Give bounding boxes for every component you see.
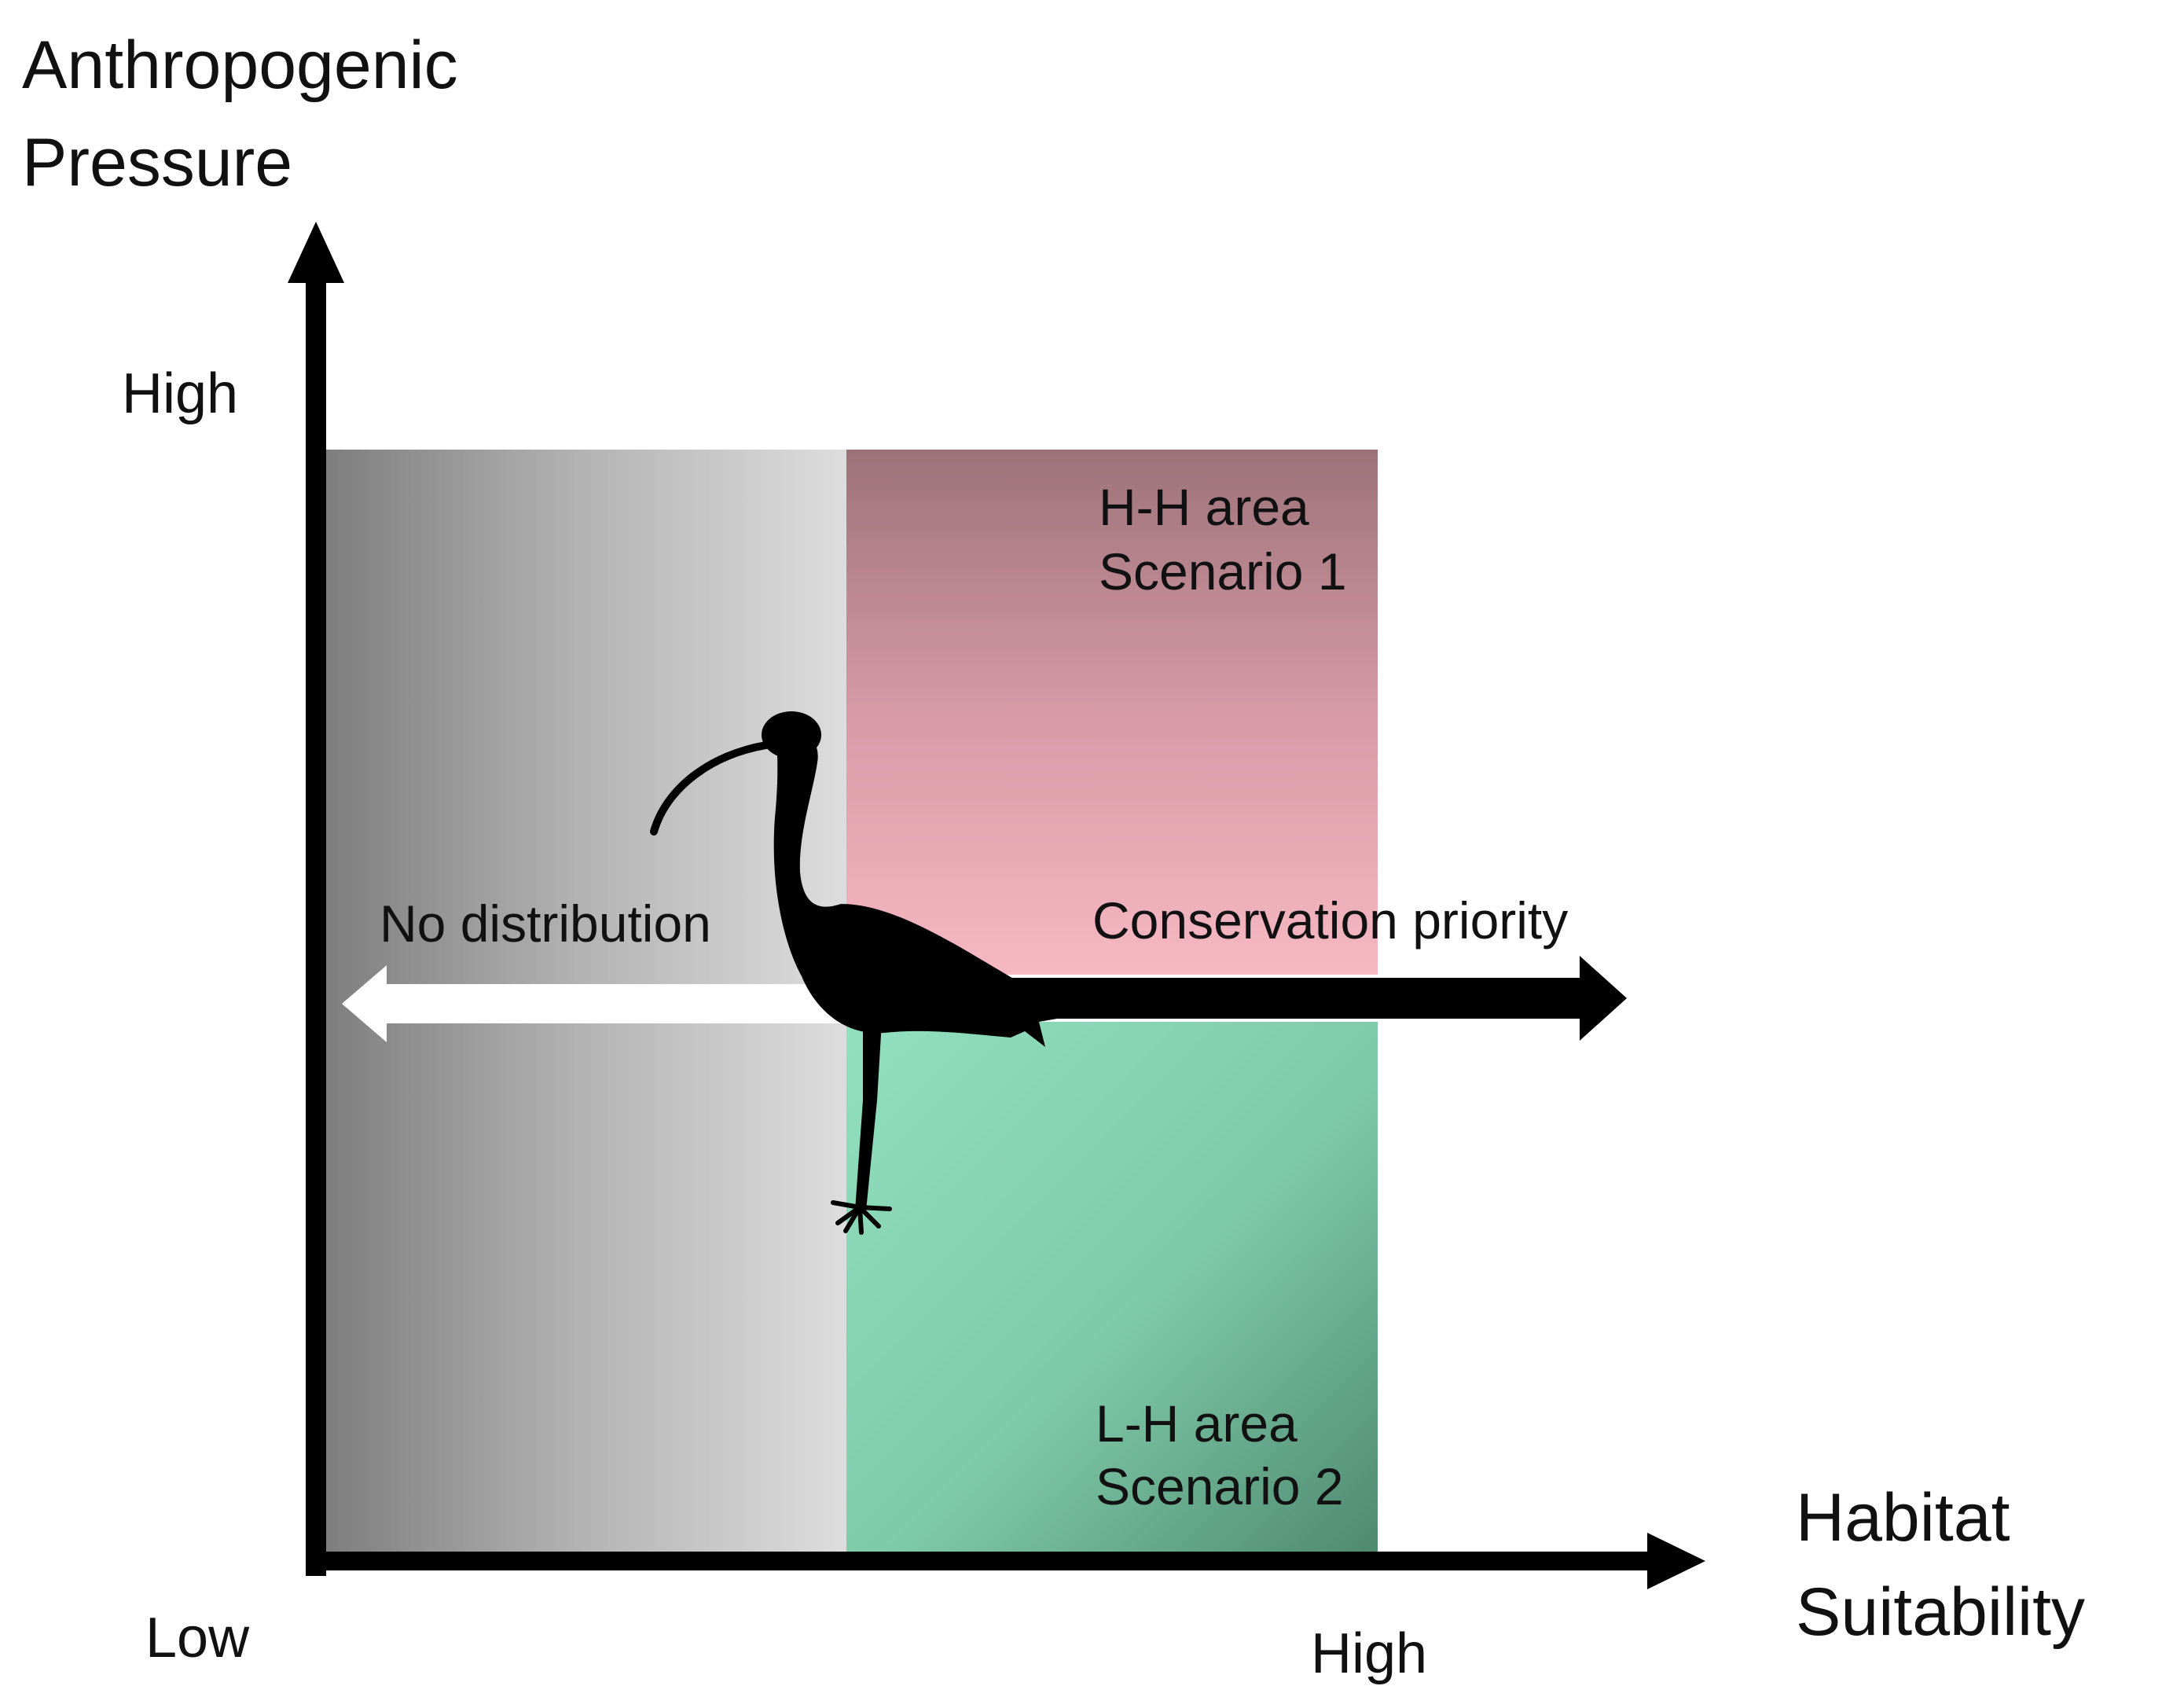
no-distribution-label: No distribution [380,894,711,953]
ibis-silhouette-icon [650,711,1057,1235]
hh-scenario-label: Scenario 1 [1099,542,1347,601]
x-axis-title-line1: Habitat [1796,1480,2010,1556]
lh-area-label: L-H area [1096,1394,1298,1453]
hh-area-label: H-H area [1099,478,1309,536]
x-axis-title-line2: Suitability [1796,1574,2085,1650]
hh-area-region [846,450,1378,975]
lh-area-region [846,1022,1378,1552]
x-axis [306,1533,1705,1589]
conservation-priority-label: Conservation priority [1092,891,1568,950]
x-axis-high-label: High [1311,1622,1427,1685]
y-axis-title-line2: Pressure [22,125,292,200]
y-axis-title-line1: Anthropogenic [22,28,458,103]
origin-low-label: Low [145,1607,250,1669]
y-axis-high-label: High [122,362,238,425]
no-distribution-arrow [342,965,846,1042]
lh-scenario-label: Scenario 2 [1096,1457,1344,1515]
y-axis [288,222,344,1576]
